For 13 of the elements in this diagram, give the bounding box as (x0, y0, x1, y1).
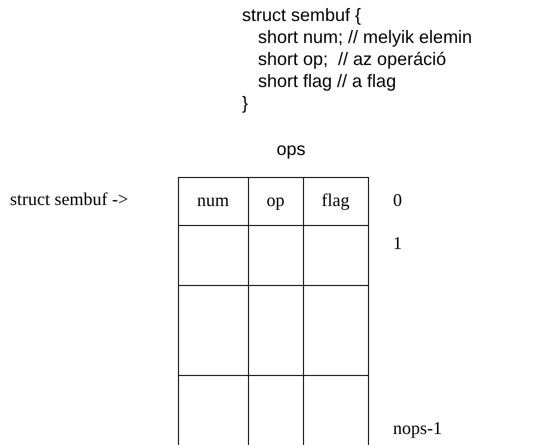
pointer-label: struct sembuf -> (10, 190, 128, 208)
code-line: } (242, 94, 248, 112)
code-line: struct sembuf { (242, 6, 362, 24)
array-label: ops (275, 140, 307, 158)
code-line: short op; // az operáció (258, 50, 446, 68)
code-line: short flag // a flag (258, 72, 396, 90)
row-index: 0 (393, 191, 402, 209)
code-line: short num; // melyik elemin (258, 28, 472, 46)
field-name: flag (320, 191, 350, 209)
row-index: nops-1 (393, 419, 442, 437)
field-name: op (266, 191, 286, 209)
row-index: 1 (393, 234, 402, 252)
field-name: num (196, 191, 230, 209)
